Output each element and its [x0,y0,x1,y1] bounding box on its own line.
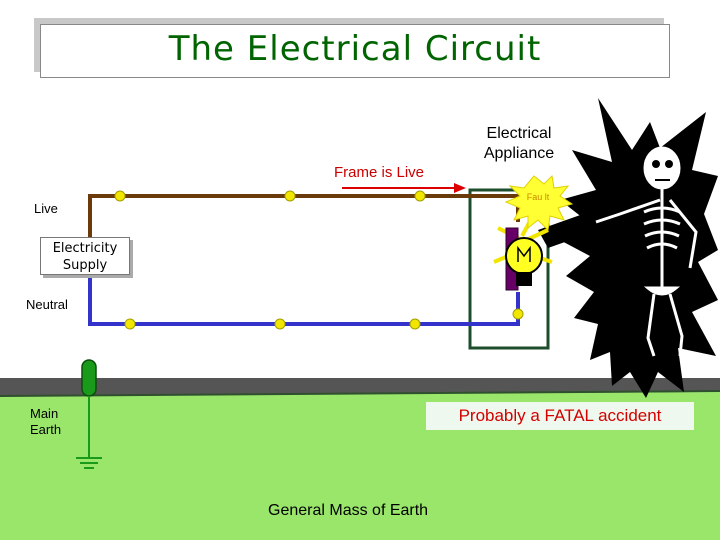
neutral-label: Neutral [26,297,68,312]
light-bulb-icon [493,213,553,291]
earth-ground-icon [76,457,102,469]
junction-dot [284,190,296,202]
arm [538,208,610,248]
fatal-accident-label: Probably a FATAL accident [426,402,694,430]
junction-dot [124,318,136,330]
ground-edge [0,390,720,397]
earth-rod-icon [81,359,97,397]
fault-label: Fau lt [526,192,550,202]
page-title: The Electrical Circuit [168,29,542,69]
junction-dot [512,308,524,320]
neutral-wire [88,278,520,326]
junction-dot [414,190,426,202]
junction-dot [274,318,286,330]
frame-live-label: Frame is Live [334,164,425,181]
arrow-right-icon [342,183,466,193]
electricity-supply-box: Electricity Supply [40,237,130,275]
title-box: The Electrical Circuit [40,24,670,78]
mass-of-earth-label: General Mass of Earth [268,502,429,519]
appliance-label: Electrical Appliance [483,125,555,162]
junction-dot [114,190,126,202]
main-earth-label: Main Earth [30,406,62,437]
supply-label: Electricity Supply [52,241,118,273]
appliance-frame [468,188,550,350]
fault-burst [504,174,574,232]
junction-dots [114,190,524,330]
junction-dot [409,318,421,330]
live-label: Live [34,201,58,216]
skeleton-icon [595,146,698,357]
live-wire [88,194,520,240]
